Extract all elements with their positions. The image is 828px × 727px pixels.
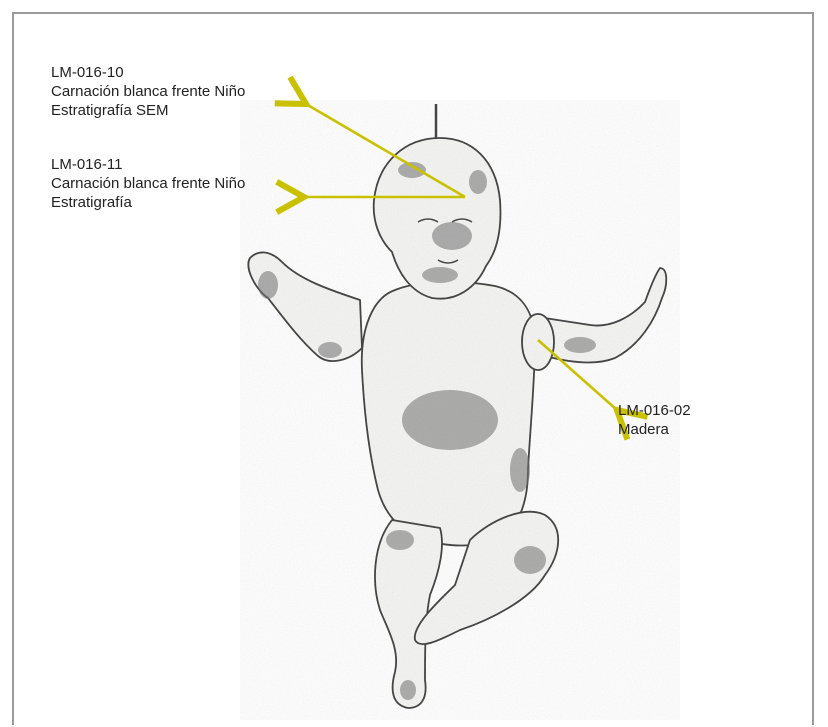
annotation-lm-016-10: LM-016-10 Carnación blanca frente Niño E…	[51, 63, 245, 120]
annotation-lm-016-11: LM-016-11 Carnación blanca frente Niño E…	[51, 155, 245, 212]
annotation-description: Carnación blanca frente Niño	[51, 82, 245, 101]
annotation-material: Madera	[618, 420, 691, 439]
annotation-code: LM-016-02	[618, 401, 691, 420]
annotation-lm-016-02: LM-016-02 Madera	[618, 401, 691, 439]
annotation-description: Carnación blanca frente Niño	[51, 174, 245, 193]
annotation-code: LM-016-10	[51, 63, 245, 82]
annotation-analysis: Estratigrafía SEM	[51, 101, 245, 120]
annotation-analysis: Estratigrafía	[51, 193, 245, 212]
annotation-code: LM-016-11	[51, 155, 245, 174]
